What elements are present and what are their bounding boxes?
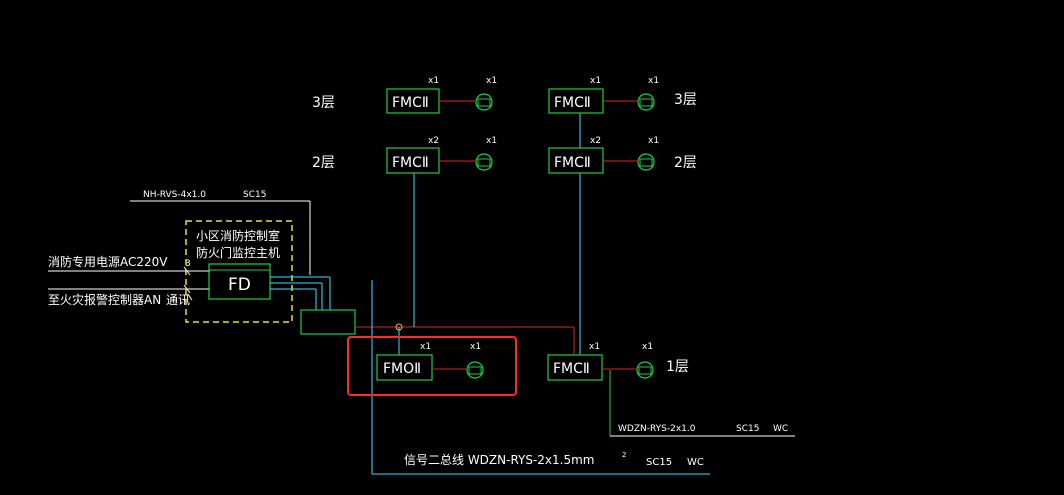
svg-text:FMCⅡ: FMCⅡ bbox=[392, 95, 429, 111]
door-closer-icon bbox=[475, 153, 493, 171]
wdzn-rys-right-label: WDZN-RYS-2x1.0 bbox=[618, 424, 696, 434]
mult-1f-fmc-b: x1 bbox=[642, 342, 653, 352]
power-num-label: 3 bbox=[185, 259, 191, 269]
right-wire-lines bbox=[609, 370, 795, 437]
fmc-1f: FMCⅡ bbox=[547, 354, 636, 381]
mult-3f-right-a: x1 bbox=[590, 76, 601, 86]
floor-3-left-label: 3层 bbox=[312, 95, 335, 111]
fmc-2f-right: FMCⅡ bbox=[548, 147, 637, 174]
mult-1f-fmo-a: x1 bbox=[420, 342, 431, 352]
control-room-box bbox=[185, 220, 293, 323]
junction-box bbox=[300, 309, 356, 335]
fd-outputs bbox=[270, 276, 331, 310]
svg-text:FMOⅡ: FMOⅡ bbox=[383, 361, 421, 377]
door-closer-icon bbox=[466, 361, 484, 379]
fd-label: FD bbox=[228, 275, 251, 295]
control-room-line2: 防火门监控主机 bbox=[196, 245, 280, 260]
svg-text:FMCⅡ: FMCⅡ bbox=[554, 95, 591, 111]
door-closer-icon bbox=[636, 361, 654, 379]
door-closer-icon bbox=[475, 93, 493, 111]
fmo-1f: FMOⅡ bbox=[376, 354, 466, 381]
mult-1f-fmo-b: x1 bbox=[470, 342, 481, 352]
fd-host-box bbox=[208, 263, 271, 300]
sc15-top-label: SC15 bbox=[243, 190, 266, 200]
mult-2f-right-b: x1 bbox=[648, 136, 659, 146]
comm-label: 通讯 bbox=[166, 293, 190, 307]
sc15-bottom-label: SC15 bbox=[646, 457, 672, 468]
signal-bus-lines bbox=[371, 113, 710, 475]
svg-text:FMCⅡ: FMCⅡ bbox=[554, 155, 591, 171]
control-room-line1: 小区消防控制室 bbox=[196, 228, 280, 243]
nh-rvs-label: NH-RVS-4x1.0 bbox=[143, 190, 206, 200]
signal-bus-label: 信号二总线 WDZN-RYS-2x1.5mm bbox=[404, 453, 595, 467]
incoming-lines bbox=[48, 200, 311, 301]
mult-3f-left-b: x1 bbox=[486, 76, 497, 86]
mult-1f-fmc-a: x1 bbox=[589, 342, 600, 352]
mult-2f-left-b: x1 bbox=[486, 136, 497, 146]
floor-2-left-label: 2层 bbox=[312, 155, 335, 171]
door-closer-icon bbox=[637, 93, 655, 111]
svg-text:FMCⅡ: FMCⅡ bbox=[553, 361, 590, 377]
floor-2-right-label: 2层 bbox=[674, 155, 697, 171]
mult-2f-left-a: x2 bbox=[428, 136, 439, 146]
wc-bottom-label: WC bbox=[687, 457, 704, 468]
floor-1-right-label: 1层 bbox=[666, 359, 689, 375]
mult-3f-left-a: x1 bbox=[428, 76, 439, 86]
fmc-3f-left: FMCⅡ bbox=[386, 88, 475, 114]
svg-text:FMCⅡ: FMCⅡ bbox=[392, 155, 429, 171]
mult-3f-right-b: x1 bbox=[648, 76, 659, 86]
alarm-label: 至火灾报警控制器AN bbox=[48, 292, 161, 307]
floor-3-right-label: 3层 bbox=[674, 92, 697, 108]
highlight-box[interactable] bbox=[347, 336, 517, 396]
bus-small-label: 2 bbox=[622, 451, 626, 459]
door-closer-icon bbox=[637, 153, 655, 171]
sc15-right-label: SC15 bbox=[736, 424, 759, 434]
power-label: 消防专用电源AC220V bbox=[48, 254, 168, 269]
wc-right-label: WC bbox=[773, 424, 788, 434]
fmc-3f-right: FMCⅡ bbox=[548, 88, 637, 114]
fmc-2f-left: FMCⅡ bbox=[386, 147, 475, 174]
mult-2f-right-a: x2 bbox=[590, 136, 601, 146]
